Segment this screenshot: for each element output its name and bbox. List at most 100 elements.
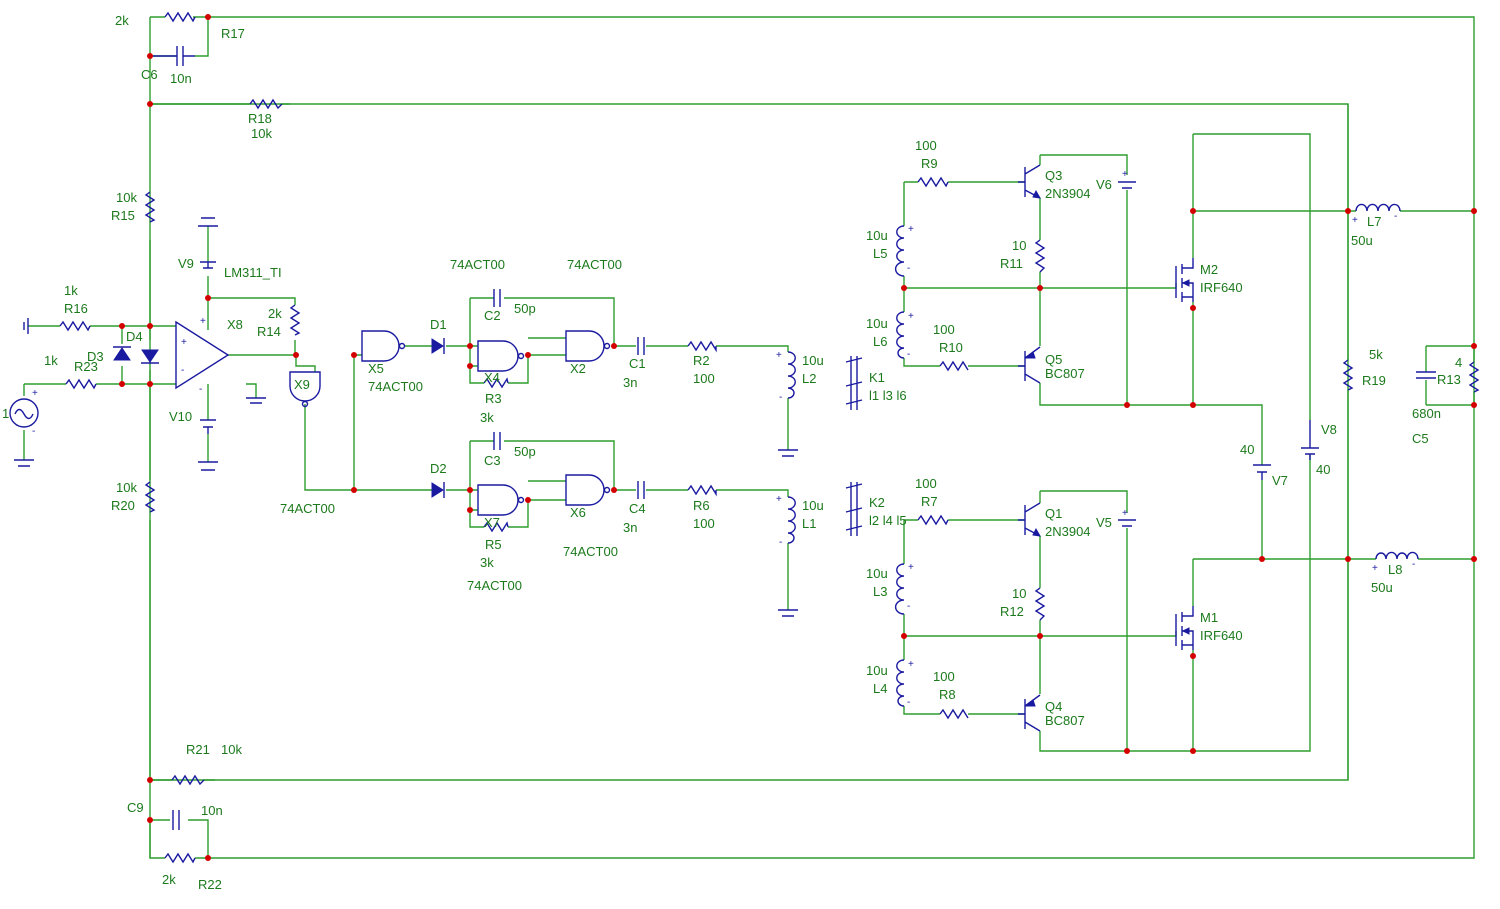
label-l8-value: 50u: [1371, 580, 1393, 595]
resistor-r13: [1468, 361, 1480, 393]
label-r14-value: 2k: [268, 306, 282, 321]
label-r18-ref: R18: [248, 111, 272, 126]
label-pin-l8-plus: +: [1372, 563, 1378, 574]
ground-r16-icon: [23, 318, 29, 334]
resistor-r19: [1342, 359, 1354, 391]
junction-dots: [119, 14, 1477, 861]
label-pin-l4-minus: -: [907, 697, 910, 708]
label-pin-source-minus: -: [32, 426, 35, 437]
label-l6-ref: L6: [873, 334, 887, 349]
transistor-q1: [1018, 502, 1041, 537]
label-gate-top-1: 74ACT00: [450, 257, 505, 272]
label-x6-value: 74ACT00: [563, 544, 618, 559]
components: [9, 11, 1480, 864]
label-d3-ref: D3: [87, 349, 104, 364]
label-pin-l6-plus: +: [908, 311, 914, 322]
label-x9-ref: X9: [294, 377, 310, 392]
label-r7-value: 100: [915, 476, 937, 491]
capacitor-c5: [1416, 371, 1436, 379]
label-q5-value: BC807: [1045, 366, 1085, 381]
label-r23-value: 1k: [44, 353, 58, 368]
label-x4-ref: X4: [484, 370, 500, 385]
label-pin-l2-plus: +: [776, 350, 782, 361]
label-l8-ref: L8: [1388, 562, 1402, 577]
resistor-r18: [249, 98, 283, 110]
label-r15-value: 10k: [116, 190, 137, 205]
label-r17-ref: R17: [221, 26, 245, 41]
label-c3-ref: C3: [484, 453, 501, 468]
label-x6-ref: X6: [570, 505, 586, 520]
inductor-l6: [896, 311, 905, 359]
label-pin-l4-plus: +: [908, 659, 914, 670]
label-pin-l1-plus: +: [776, 494, 782, 505]
label-r13-ref: R13: [1437, 372, 1461, 387]
resistor-r23: [65, 378, 97, 390]
label-r20-ref: R20: [111, 498, 135, 513]
label-l7-ref: L7: [1367, 214, 1381, 229]
inductor-l4: [896, 659, 905, 707]
inductor-l2: [787, 351, 796, 399]
label-x8-value: LM311_TI: [224, 265, 282, 280]
voltage-source-v10: [200, 419, 216, 434]
ground-comparator-icon: [246, 397, 266, 404]
mosfet-m1: [1175, 606, 1194, 650]
label-pin-opamp-vplus: +: [200, 316, 206, 327]
nand-gate-x7: [477, 484, 519, 516]
label-c5-ref: C5: [1412, 431, 1429, 446]
label-r2-value: 100: [693, 371, 715, 386]
inductor-l5: [894, 225, 905, 277]
label-r6-value: 100: [693, 516, 715, 531]
label-c2-value: 50p: [514, 301, 536, 316]
label-pin-v6-plus: +: [1122, 169, 1128, 180]
mosfet-m2: [1175, 258, 1194, 302]
label-k1-ref: K1: [869, 370, 885, 385]
label-gate-top-2: 74ACT00: [567, 257, 622, 272]
label-l5-value: 10u: [866, 228, 888, 243]
label-v8-ref: V8: [1321, 422, 1337, 437]
label-pin-l8-minus: -: [1412, 559, 1415, 570]
capacitor-c4: [637, 481, 645, 499]
ground-l2-icon: [778, 449, 798, 457]
transistor-q4: [1018, 694, 1041, 732]
label-pin-l2-minus: -: [779, 392, 782, 403]
label-c4-ref: C4: [629, 501, 646, 516]
resistor-r2: [687, 340, 717, 353]
label-q3-value: 2N3904: [1045, 186, 1091, 201]
diode-d1: [431, 338, 444, 354]
label-r11-ref: R11: [1000, 256, 1023, 271]
label-c1-ref: C1: [629, 356, 646, 371]
label-r3-ref: R3: [485, 391, 502, 406]
label-r12-ref: R12: [1000, 604, 1024, 619]
ground-l1-icon: [778, 609, 798, 617]
voltage-source-v5: [1118, 519, 1136, 527]
label-r5-value: 3k: [480, 555, 494, 570]
label-q3-ref: Q3: [1045, 168, 1062, 183]
ground-v10-icon: [198, 461, 218, 471]
label-v5-ref: V5: [1096, 515, 1112, 530]
label-c1-value: 3n: [623, 375, 637, 390]
label-d1-ref: D1: [430, 317, 447, 332]
resistor-r6: [687, 484, 717, 497]
label-l3-value: 10u: [866, 566, 888, 581]
label-pin-l7-minus: -: [1394, 211, 1397, 222]
label-r19-ref: R19: [1362, 373, 1386, 388]
label-pin-l5-minus: -: [907, 263, 910, 274]
resistor-r17: [164, 11, 196, 23]
label-v10-ref: V10: [169, 409, 192, 424]
label-l3-ref: L3: [873, 584, 887, 599]
label-r22-value: 2k: [162, 872, 176, 887]
label-v7-value: 40: [1240, 442, 1254, 457]
label-x9-value: 74ACT00: [280, 501, 335, 516]
label-pin-source-plus: +: [32, 388, 38, 399]
label-r7-ref: R7: [921, 494, 938, 509]
pin-marks: +-+-+-+-+-+-+-+-+-+-+-++: [32, 169, 1415, 708]
resistor-r7: [917, 514, 949, 526]
voltage-source-v8: [1301, 420, 1319, 460]
wires: [23, 16, 1475, 859]
transistor-q5: [1018, 346, 1041, 384]
nand-gate-x9-bubble: [301, 400, 309, 408]
inductor-l3: [894, 563, 905, 615]
label-r16-value: 1k: [64, 283, 78, 298]
label-pin-v5-plus: +: [1122, 508, 1128, 519]
label-d2-ref: D2: [430, 461, 447, 476]
